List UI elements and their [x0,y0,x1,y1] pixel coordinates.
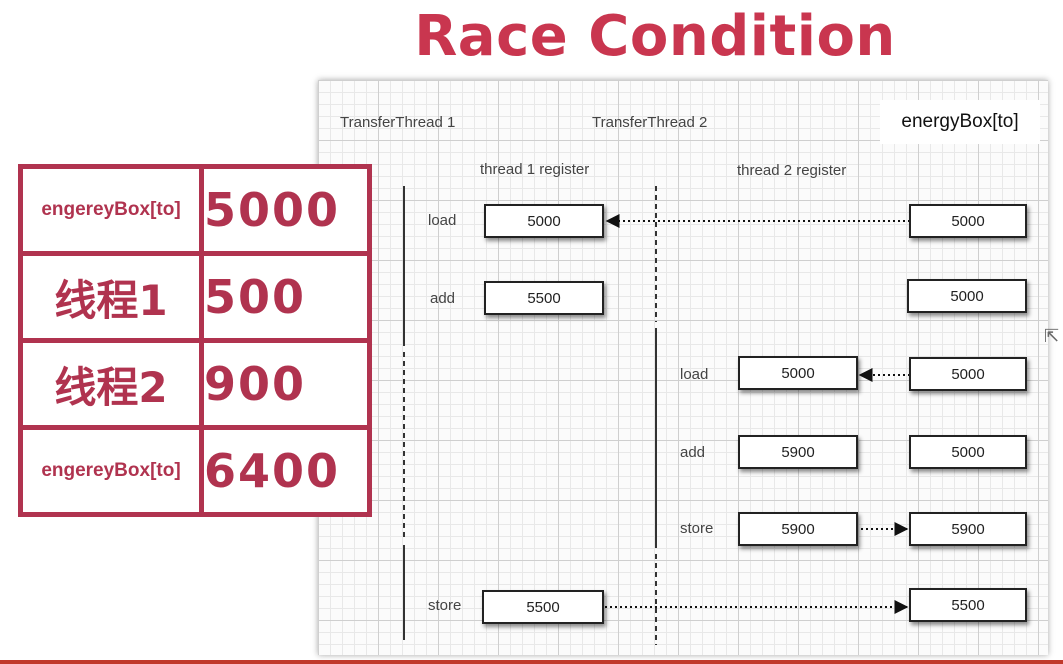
t1-register-box: 5500 [482,590,604,624]
memory-box: 5500 [909,588,1027,622]
energy-box-header: energyBox[to] [880,100,1040,144]
memory-box: 5000 [909,435,1027,469]
op-label: store [428,597,462,614]
op-label: load [680,366,709,383]
page-title: Race Condition [414,4,896,69]
table-value: 6400 [199,425,372,517]
memory-box: 5900 [909,512,1027,546]
table-key: engereyBox[to] [18,425,204,517]
table-row: engereyBox[to] 5000 [18,164,372,256]
memory-box: 5000 [909,204,1027,238]
thread1-register-label: thread 1 register [480,161,590,178]
t1-register-box: 5000 [484,204,604,238]
op-label: add [680,444,706,461]
t2-register-box: 5900 [738,435,858,469]
op-label: load [428,212,457,229]
memory-box: 5000 [909,357,1027,391]
table-key: 线程1 [18,251,204,343]
thread2-header: TransferThread 2 [592,114,708,131]
table-value: 500 [199,251,372,343]
mouse-cursor-icon: ⇱ [1044,326,1060,346]
table-key: 线程2 [18,338,204,430]
thread1-header: TransferThread 1 [340,114,456,131]
t2-register-box: 5000 [738,356,858,390]
t1-register-box: 5500 [484,281,604,315]
values-table: engereyBox[to] 5000 线程1 500 线程2 900 enge… [18,164,372,517]
op-label: store [680,520,714,537]
table-row: engereyBox[to] 6400 [18,425,372,517]
table-key: engereyBox[to] [18,164,204,256]
op-label: add [430,290,456,307]
t2-register-box: 5900 [738,512,858,546]
table-row: 线程1 500 [18,251,372,343]
table-value: 900 [199,338,372,430]
table-row: 线程2 900 [18,338,372,430]
bottom-accent-bar [0,660,1063,664]
thread2-register-label: thread 2 register [737,162,847,179]
memory-box: 5000 [907,279,1027,313]
table-value: 5000 [199,164,372,256]
